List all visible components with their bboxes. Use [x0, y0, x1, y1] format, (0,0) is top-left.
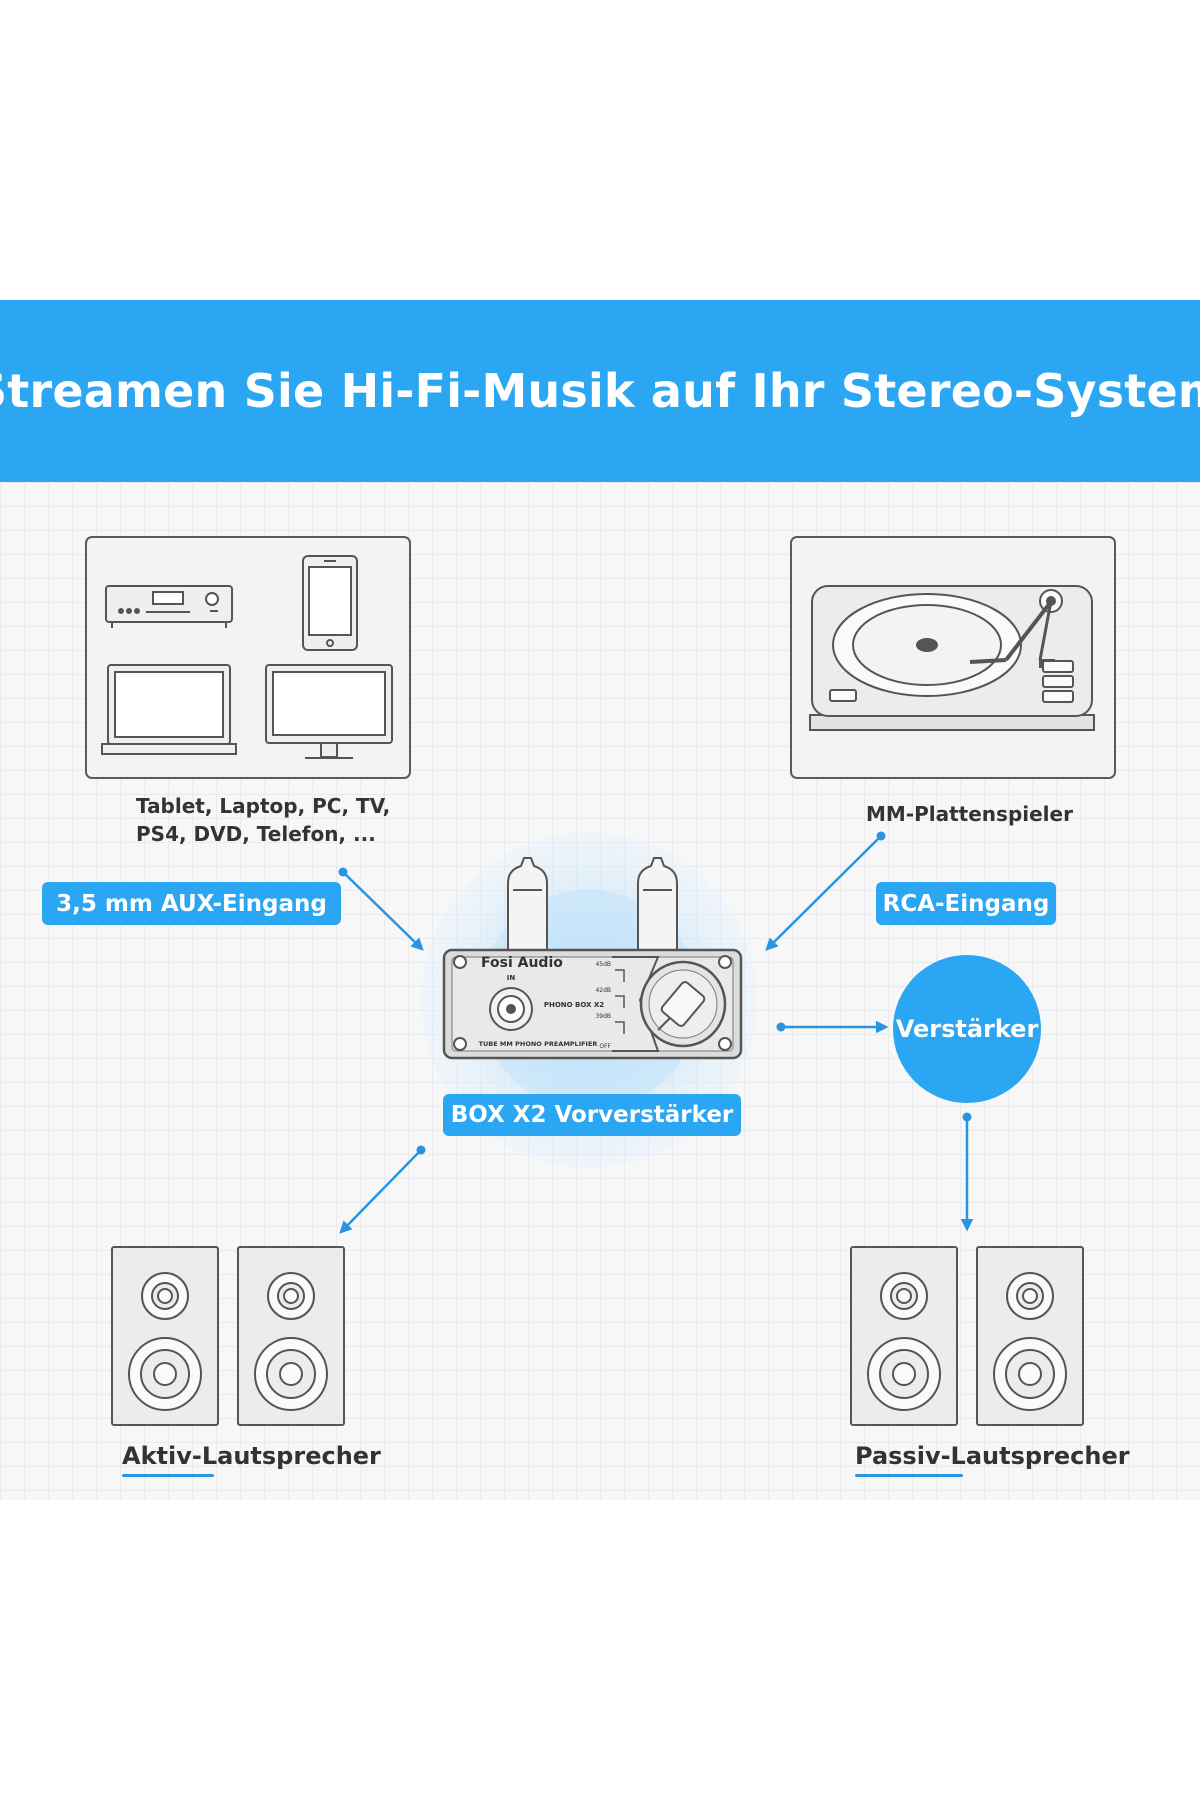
device-brand: Fosi Audio [481, 955, 563, 971]
laptop-icon [101, 664, 237, 755]
passive-speakers-underline [855, 1474, 963, 1477]
devices-box [85, 536, 411, 779]
device-subtitle: TUBE MM PHONO PREAMPLIFIER [479, 1040, 598, 1048]
speaker-icon [850, 1246, 958, 1426]
active-speakers [111, 1246, 345, 1426]
page-title: Streamen Sie Hi-Fi-Musik auf Ihr Stereo-… [0, 364, 1200, 418]
aux-input-label: 3,5 mm AUX-Eingang [42, 882, 341, 925]
monitor-icon [265, 664, 393, 759]
device-model: PHONO BOX X2 [544, 1001, 604, 1009]
tube-right-icon [637, 857, 678, 958]
gain-step-label: OFF [599, 1043, 611, 1050]
arrow-aux-to-device [338, 867, 424, 951]
input-jack-icon [489, 987, 533, 1031]
speaker-icon [111, 1246, 219, 1426]
arrow-amplifier-to-passive-speakers [960, 1112, 974, 1232]
gain-knob-icon [639, 960, 727, 1048]
active-speakers-label: Aktiv-Lautsprecher [122, 1442, 381, 1470]
passive-speakers [850, 1246, 1084, 1426]
signal-arrows [338, 831, 974, 1234]
phone-icon [302, 555, 358, 651]
gain-step-label: 42dB [595, 987, 611, 994]
devices-caption-line: PS4, DVD, Telefon, ... [136, 822, 376, 846]
active-speakers-underline [122, 1474, 214, 1477]
speaker-icon [237, 1246, 345, 1426]
amplifier-node: Verstärker [893, 955, 1041, 1103]
turntable-caption: MM-Plattenspieler [866, 802, 1073, 826]
gain-step-label: 39dB [595, 1013, 611, 1020]
turntable-icon [809, 585, 1095, 731]
title-banner: Streamen Sie Hi-Fi-Musik auf Ihr Stereo-… [0, 300, 1200, 482]
devices-caption-line: Tablet, Laptop, PC, TV, [136, 794, 391, 818]
arrow-device-to-amplifier [776, 1020, 889, 1034]
receiver-icon [105, 585, 233, 628]
turntable-box [790, 536, 1116, 779]
speaker-icon [976, 1246, 1084, 1426]
arrow-device-to-active-speakers [339, 1145, 426, 1234]
rca-input-label: RCA-Eingang [876, 882, 1056, 925]
device-input-label: IN [507, 974, 516, 982]
gain-step-label: 45dB [595, 961, 611, 968]
passive-speakers-label: Passiv-Lautsprecher [855, 1442, 1130, 1470]
preamp-device: Fosi Audio IN PHONO BOX X2 TUBE MM PHONO… [442, 857, 743, 1060]
tube-left-icon [507, 857, 548, 958]
arrow-turntable-to-device [765, 831, 886, 951]
devices-caption: Tablet, Laptop, PC, TV, PS4, DVD, Telefo… [136, 792, 390, 848]
device-name-label: BOX X2 Vorverstärker [443, 1094, 741, 1136]
